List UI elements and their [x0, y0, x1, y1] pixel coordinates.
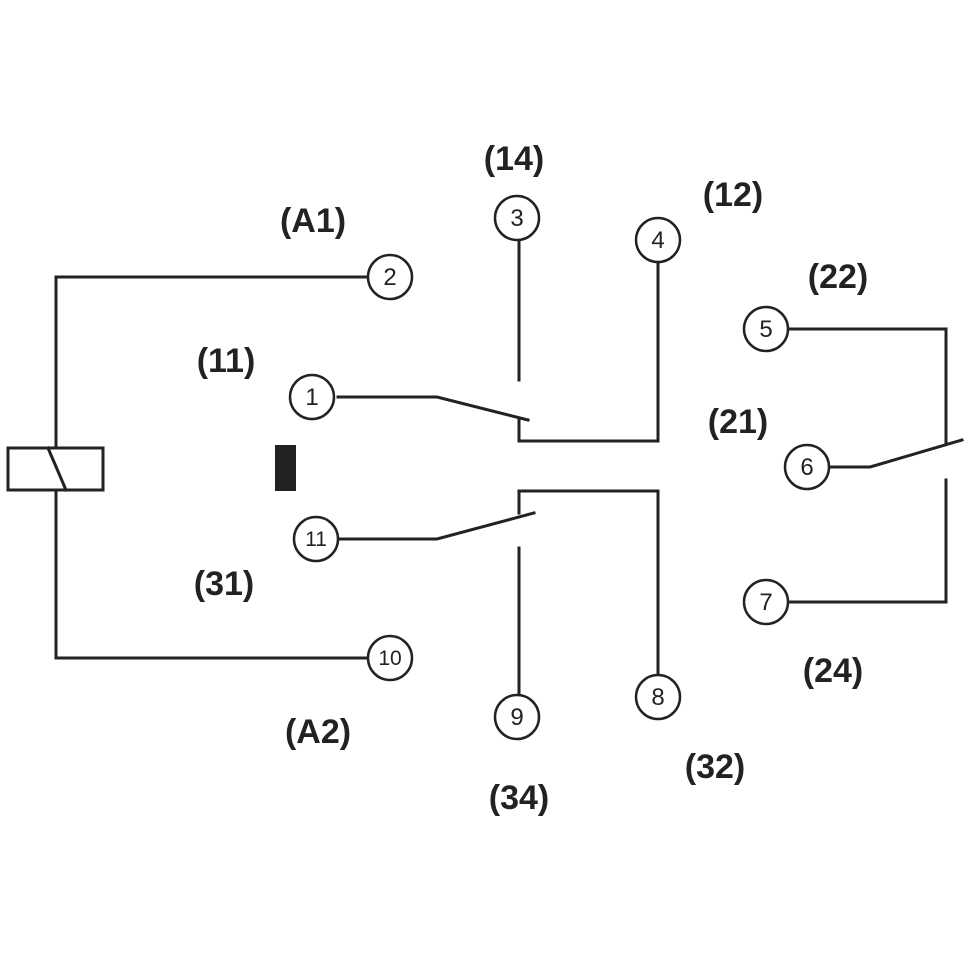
pin-3-label: (14) — [484, 140, 544, 178]
pin-5-label: (22) — [808, 258, 868, 296]
svg-text:4: 4 — [651, 227, 664, 254]
lower-nc-wire — [517, 489, 660, 677]
pin-5: 5 — [742, 305, 790, 353]
svg-text:6: 6 — [800, 454, 813, 481]
svg-text:10: 10 — [378, 647, 401, 670]
pin-10: 10 — [366, 634, 414, 682]
right-changeover-contact — [786, 327, 964, 604]
pin-1: 1 — [288, 373, 336, 421]
svg-text:3: 3 — [510, 205, 523, 232]
pin-6-label: (21) — [708, 403, 768, 441]
upper-changeover-contact — [336, 238, 660, 443]
svg-text:11: 11 — [305, 528, 327, 551]
pin-7: 7 — [742, 578, 790, 626]
svg-text:7: 7 — [759, 589, 772, 616]
svg-text:9: 9 — [510, 704, 523, 731]
pin-2: 2 — [366, 253, 414, 301]
pin-2-label: (A1) — [280, 202, 346, 240]
pin-8-label: (32) — [685, 748, 745, 786]
upper-common-wire — [336, 395, 530, 422]
svg-text:2: 2 — [383, 264, 396, 291]
lower-changeover-contact — [336, 489, 660, 697]
pin-1-label: (11) — [197, 342, 256, 380]
coil-wire-a2 — [54, 488, 370, 660]
right-nc-wire — [786, 327, 948, 444]
coil-wire-a1 — [54, 275, 370, 450]
coil-circuit — [6, 275, 370, 660]
svg-text:5: 5 — [759, 316, 772, 343]
pin-9-label: (34) — [489, 779, 549, 817]
right-common-wire — [827, 438, 964, 469]
lower-common-wire — [336, 511, 536, 541]
pin-9: 9 — [493, 693, 541, 741]
pin-6: 6 — [783, 443, 831, 491]
pin-3: 3 — [493, 194, 541, 242]
pin-4: 4 — [634, 216, 682, 264]
pin-10-label: (A2) — [285, 713, 351, 751]
upper-nc-wire — [517, 258, 660, 443]
pin-8: 8 — [634, 673, 682, 721]
svg-text:8: 8 — [651, 684, 664, 711]
right-no-wire — [786, 478, 948, 604]
pin-7-label: (24) — [803, 652, 863, 690]
svg-text:1: 1 — [305, 384, 318, 411]
pin-11: 11 — [292, 515, 340, 563]
mechanical-link-bar — [275, 445, 296, 491]
pin-11-label: (31) — [194, 565, 254, 603]
pin-4-label: (12) — [703, 176, 763, 214]
coil-slash — [46, 446, 68, 492]
